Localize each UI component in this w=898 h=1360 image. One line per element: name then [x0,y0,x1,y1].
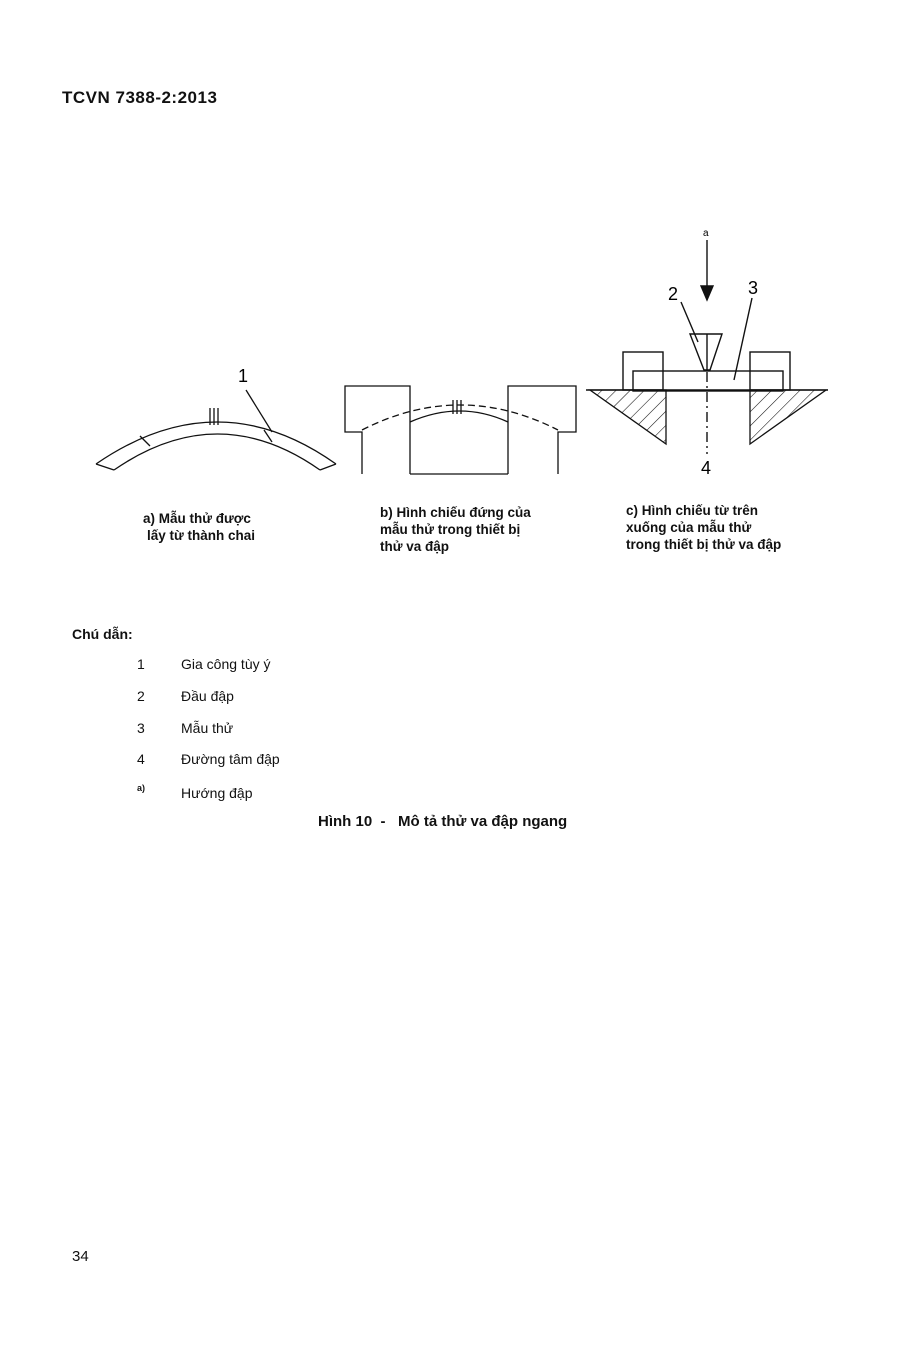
callout-4: 4 [701,458,711,478]
callout-2: 2 [668,284,678,304]
document-id: TCVN 7388-2:2013 [62,88,218,107]
specimen-dashed-outer [361,404,559,431]
caption-line: c) Hình chiếu từ trên [626,503,759,518]
legend-key: a) [137,783,146,793]
figure-title: Hình 10 - Mô tả thử va đập ngang [318,813,568,830]
page-number: 34 [72,1248,89,1265]
specimen-inner-arc [113,433,321,471]
callout-2-leader [680,301,699,343]
caption-line: trong thiết bị thử va đập [626,537,782,552]
specimen-outer-arc [95,421,337,465]
callout-1-leader [245,389,273,433]
right-support [507,385,577,474]
callout-3-leader [733,297,753,381]
specimen-inner-arc [409,410,509,423]
legend-title: Chú dẫn: [72,626,133,642]
machined-line-left [139,435,151,447]
caption-line: mẫu thử trong thiết bị [380,522,521,537]
callout-1: 1 [238,366,248,386]
legend-text: Đường tâm đập [181,751,280,767]
caption-line: thử va đập [380,539,450,554]
legend-text: Gia công tùy ý [181,656,271,672]
machined-line-right [263,429,273,443]
figure-c-caption: c) Hình chiếu từ trên xuống của mẫu thử … [626,502,781,553]
left-anvil [587,389,667,446]
figure-a-caption: a) Mẫu thử được lấy từ thành chai [143,510,255,544]
caption-line: lấy từ thành chai [147,528,256,543]
callout-a: a [703,228,709,239]
legend-key: 1 [137,656,145,672]
callout-3: 3 [748,278,758,298]
figure-a-diagram: 1 [95,366,337,471]
legend-text: Mẫu thử [181,720,234,736]
legend-key: 4 [137,751,145,767]
caption-line: b) Hình chiếu đứng của [380,505,531,520]
striker-head [688,333,723,371]
left-support [344,385,411,474]
figure-b-diagram [344,385,577,475]
legend-text: Hướng đập [181,785,253,801]
caption-line: xuống của mẫu thử [626,520,752,535]
legend-key: 2 [137,688,145,704]
figure-b-caption: b) Hình chiếu đứng của mẫu thử trong thi… [380,504,531,555]
legend-key: 3 [137,720,145,736]
specimen [632,370,784,392]
legend-text: Đầu đập [181,688,234,704]
caption-line: a) Mẫu thử được [143,511,251,526]
figure-c-diagram: a 2 3 4 [586,228,829,478]
right-anvil [749,389,829,446]
